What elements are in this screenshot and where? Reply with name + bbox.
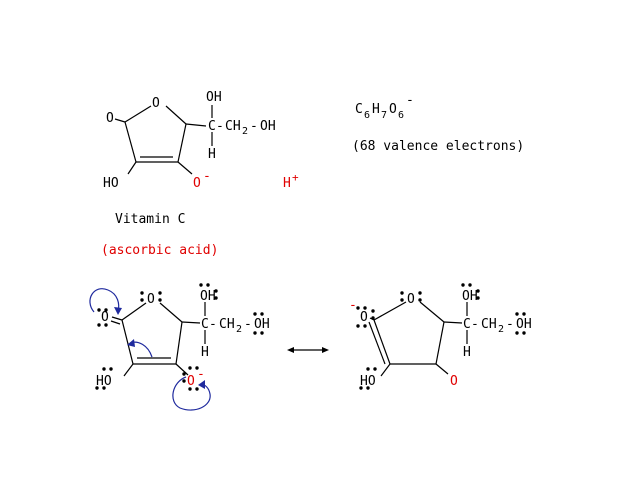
carbonyl-oxygen-label: O: [106, 111, 114, 126]
hydroxyl-label: HO: [103, 176, 119, 191]
bond-dash-label: -: [506, 317, 514, 332]
arrowhead: [114, 307, 122, 315]
carbon-label: C: [208, 119, 216, 134]
bond: [435, 321, 445, 365]
carbonyl-oxygen-label: O: [101, 310, 109, 325]
bond: [159, 302, 183, 323]
curved-arrow: [89, 288, 120, 313]
bond: [175, 363, 189, 376]
hydrogen-label: H: [208, 147, 216, 162]
proton-symbol: H: [283, 176, 291, 191]
methylene-label: CH: [219, 317, 235, 332]
lone-pair-dots: [95, 283, 264, 391]
bond: [177, 123, 187, 163]
formula-carbon-count: 6: [364, 110, 370, 121]
formula-hydrogen: H: [372, 102, 380, 117]
carbon-label: C: [463, 317, 471, 332]
bond: [127, 161, 137, 175]
ring-oxygen-label: O: [407, 292, 415, 307]
hydroxyl-label: OH: [516, 317, 532, 332]
bond: [175, 321, 183, 365]
arrowhead: [127, 339, 135, 347]
bond: [121, 319, 134, 365]
negative-charge-label: -: [203, 169, 211, 184]
formula-oxygen-count: 6: [398, 110, 404, 121]
hydroxyl-label: OH: [260, 119, 276, 134]
bond: [373, 301, 407, 321]
formula-oxygen: O: [389, 102, 397, 117]
ring-oxygen-label: O: [147, 292, 155, 307]
bond: [181, 321, 201, 324]
carbon-label: C: [201, 317, 209, 332]
oxide-oxygen-label: O: [193, 176, 201, 191]
hydroxyl-label: HO: [96, 374, 112, 389]
hydrogen-label: H: [463, 345, 471, 360]
lone-pair-dots: [356, 283, 526, 390]
hydroxyl-label: HO: [360, 374, 376, 389]
formula-hydrogen-count: 7: [381, 110, 387, 121]
ascorbate-structure-top: O O OH C - CH 2 - OH H HO O -: [103, 90, 276, 191]
methylene-label: CH: [225, 119, 241, 134]
resonance-arrowhead-right: [322, 347, 329, 353]
resonance-arrowhead-left: [287, 347, 294, 353]
formula-carbon: C: [355, 102, 363, 117]
bond: [419, 301, 445, 323]
compound-systematic-name: (ascorbic acid): [101, 243, 218, 258]
arrowhead: [198, 380, 205, 389]
proton-charge: +: [292, 171, 299, 184]
negative-charge-label: -: [349, 298, 357, 313]
hydroxyl-label: OH: [200, 289, 216, 304]
proton: H +: [283, 171, 299, 191]
bond: [177, 161, 193, 175]
negative-charge-label: -: [197, 367, 205, 382]
bond-dash-label: -: [209, 317, 217, 332]
carbonyl-double-bond: [110, 320, 121, 325]
bond: [380, 363, 391, 377]
bond: [373, 319, 391, 365]
enolate-oxygen-label: O: [360, 310, 368, 325]
bond: [443, 321, 463, 324]
hydroxyl-label: OH: [462, 289, 478, 304]
carbonyl-bond: [114, 118, 126, 123]
carbonyl-bond: [111, 316, 123, 321]
compound-name: Vitamin C: [115, 212, 185, 227]
bond-dash-label: -: [244, 317, 252, 332]
electron-pushing-arrows: [89, 288, 211, 411]
valence-electron-note: (68 valence electrons): [352, 139, 524, 154]
curved-arrow: [172, 376, 211, 411]
bond-dash-label: -: [216, 119, 224, 134]
hydroxyl-label: OH: [254, 317, 270, 332]
oxide-oxygen-label: O: [187, 374, 195, 389]
resonance-structure-left: O O OH C - CH 2 - OH H HO O -: [89, 283, 270, 411]
molecular-formula: C 6 H 7 O 6 -: [355, 93, 414, 121]
resonance-arrow: [287, 347, 329, 353]
bond: [124, 105, 152, 123]
bond: [123, 363, 134, 377]
formula-charge: -: [406, 93, 414, 108]
hydrogen-label: H: [201, 345, 209, 360]
ring-oxygen-label: O: [152, 96, 160, 111]
bond: [124, 121, 137, 163]
resonance-structure-right: O O - OH C - CH 2 - OH H HO O: [349, 283, 532, 390]
bond-dash-label: -: [250, 119, 258, 134]
hydroxyl-label: OH: [206, 90, 222, 105]
bond: [185, 123, 207, 127]
double-bond: [368, 321, 386, 365]
methylene-label: CH: [481, 317, 497, 332]
ketone-oxygen-label: O: [450, 374, 458, 389]
bond: [121, 302, 147, 321]
subscript-label: 2: [236, 324, 242, 335]
bond: [165, 105, 187, 125]
subscript-label: 2: [498, 324, 504, 335]
subscript-label: 2: [242, 126, 248, 137]
bond-dash-label: -: [471, 317, 479, 332]
carbonyl-bond: [435, 363, 449, 375]
